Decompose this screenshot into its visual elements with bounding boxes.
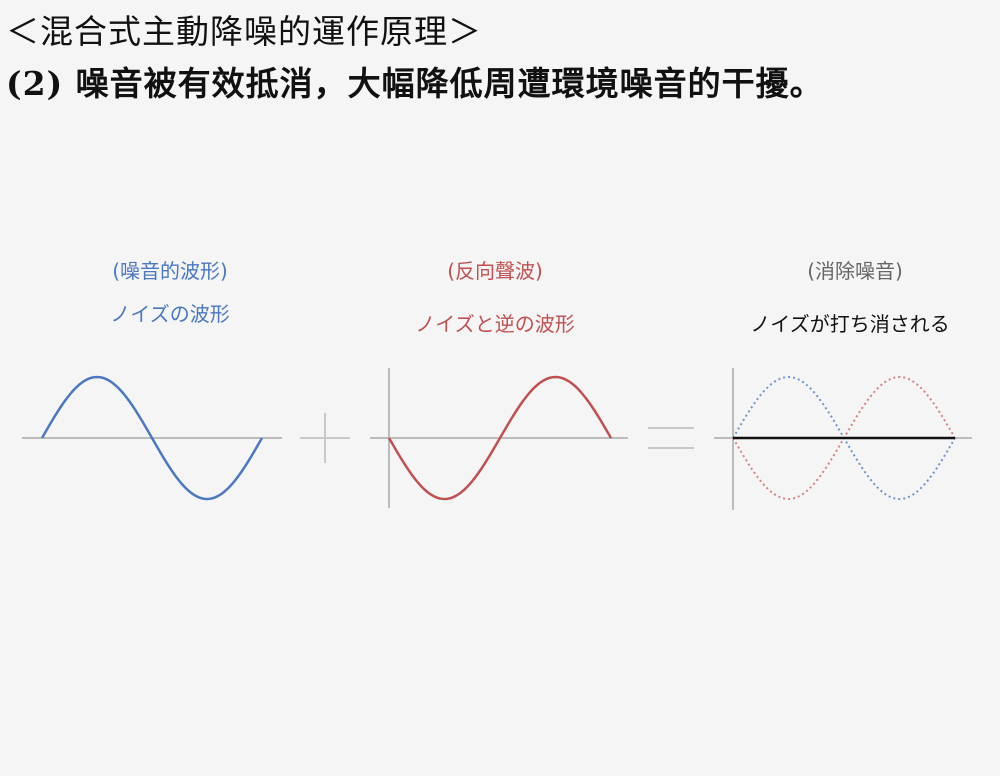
anti-noise-label-zh: (反向聲波) xyxy=(447,259,543,283)
noise-waveform-label-zh: (噪音的波形) xyxy=(112,259,228,283)
cancelled-panel xyxy=(714,368,972,510)
noise-wave xyxy=(40,375,264,501)
anti-noise-panel xyxy=(370,368,628,508)
plus-operator xyxy=(300,413,350,463)
noise-cancelled-label-zh: (消除噪音) xyxy=(807,259,903,283)
anti-noise-label-ja: ノイズと逆の波形 xyxy=(415,312,575,336)
noise-waveform-label-ja: ノイズの波形 xyxy=(110,302,230,326)
anti-noise-wave xyxy=(387,375,613,501)
page-title: ＜混合式主動降噪的運作原理＞ xyxy=(6,12,482,51)
noise-waveform-panel xyxy=(22,375,282,501)
equals-operator xyxy=(648,427,694,449)
page-subtitle: (2) 噪音被有效抵消，大幅降低周遭環境噪音的干擾。 xyxy=(6,64,824,103)
noise-cancelled-label-ja: ノイズが打ち消される xyxy=(750,312,950,336)
